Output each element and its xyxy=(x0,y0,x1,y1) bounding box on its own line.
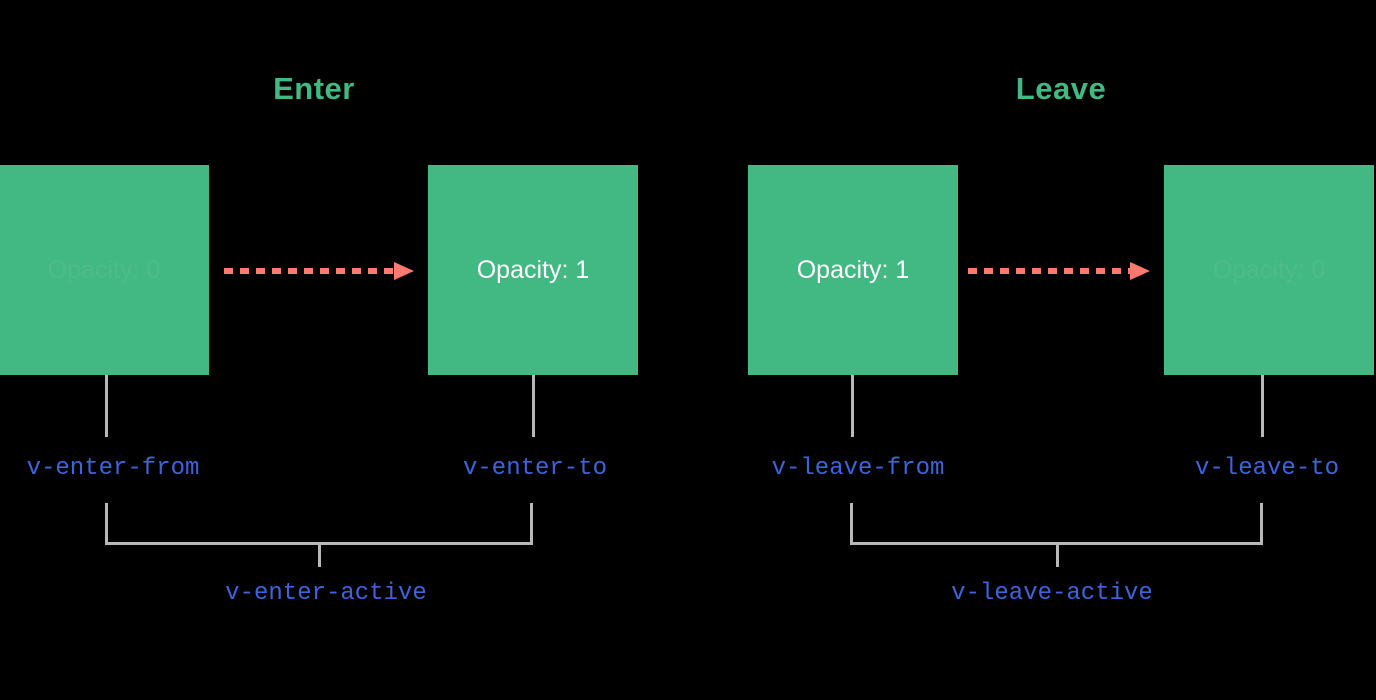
leave-bracket-bar xyxy=(850,542,1263,545)
enter-bracket-bar xyxy=(105,542,533,545)
leave-arrow-shaft xyxy=(968,268,1132,274)
enter-from-class-label: v-enter-from xyxy=(26,455,200,482)
leave-from-class-label: v-leave-from xyxy=(771,455,945,482)
enter-section-title: Enter xyxy=(273,71,355,106)
enter-to-state-box: Opacity: 1 xyxy=(428,165,638,375)
leave-bracket-drop-stem xyxy=(1055,545,1059,567)
leave-from-connector-line xyxy=(851,375,854,437)
enter-to-class-label: v-enter-to xyxy=(462,455,608,482)
leave-from-opacity-text: Opacity: 1 xyxy=(796,255,910,284)
leave-to-class-label: v-leave-to xyxy=(1194,455,1340,482)
enter-transition-arrow-icon xyxy=(224,262,416,280)
leave-transition-arrow-icon xyxy=(968,262,1152,280)
enter-bracket-left-stem xyxy=(105,503,108,545)
leave-active-class-label: v-leave-active xyxy=(951,580,1153,607)
leave-from-state-box: Opacity: 1 xyxy=(748,165,958,375)
enter-from-opacity-text: Opacity: 0 xyxy=(47,255,161,284)
enter-to-opacity-text: Opacity: 1 xyxy=(476,255,590,284)
leave-arrow-head xyxy=(1130,262,1150,280)
leave-bracket-left-stem xyxy=(850,503,853,545)
enter-arrow-shaft xyxy=(224,268,396,274)
enter-to-connector-line xyxy=(532,375,535,437)
enter-bracket-drop-stem xyxy=(318,545,321,567)
leave-to-opacity-text: Opacity: 0 xyxy=(1212,255,1326,284)
leave-active-bracket xyxy=(850,503,1263,567)
enter-active-bracket xyxy=(105,503,533,567)
enter-active-class-label: v-enter-active xyxy=(225,580,427,607)
enter-arrow-head xyxy=(394,262,414,280)
leave-to-connector-line xyxy=(1261,375,1264,437)
enter-from-state-box: Opacity: 0 xyxy=(0,165,209,375)
leave-to-state-box: Opacity: 0 xyxy=(1164,165,1374,375)
enter-from-connector-line xyxy=(105,375,108,437)
leave-section-title: Leave xyxy=(1015,71,1107,106)
enter-bracket-right-stem xyxy=(530,503,533,545)
leave-bracket-right-stem xyxy=(1260,503,1263,545)
